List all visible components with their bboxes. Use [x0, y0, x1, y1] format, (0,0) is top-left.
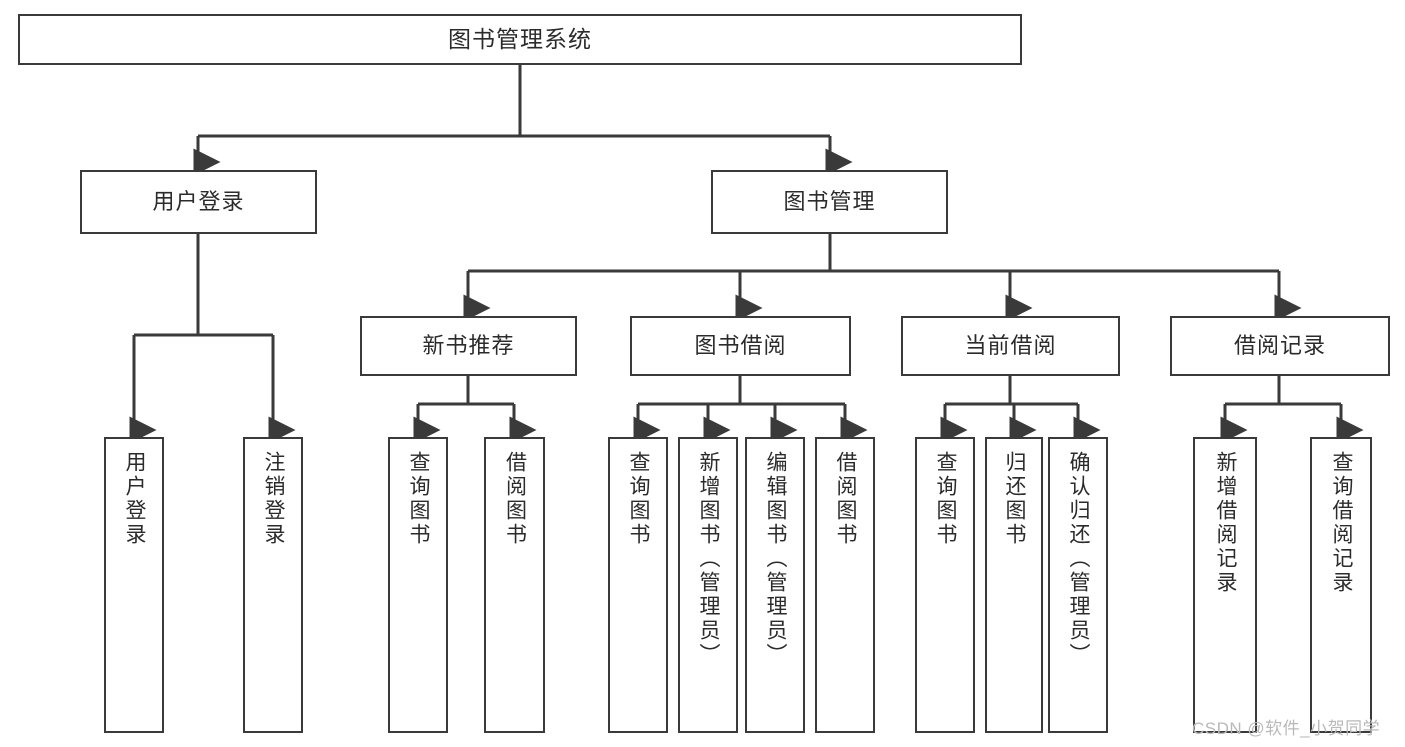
node-user-login[interactable]: 用户登录 [80, 170, 317, 234]
node-user-login-label: 用户登录 [152, 188, 245, 214]
node-root-label: 图书管理系统 [448, 25, 592, 52]
leaf-label: 归还图书 [1003, 451, 1027, 547]
leaf-label: 查询图书 [407, 451, 431, 547]
node-book-management-label: 图书管理 [783, 188, 876, 214]
leaf-user-login-login[interactable]: 用户登录 [104, 437, 164, 733]
leaf-current-borrow-return[interactable]: 归还图书 [985, 437, 1043, 733]
leaf-book-borrow-borrow[interactable]: 借阅图书 [815, 437, 875, 733]
leaf-label: 用户登录 [123, 451, 147, 547]
leaf-new-book-borrow[interactable]: 借阅图书 [484, 437, 545, 733]
node-borrow-record-label: 借阅记录 [1233, 332, 1326, 358]
node-current-borrow[interactable]: 当前借阅 [901, 316, 1120, 376]
leaf-current-borrow-confirm[interactable]: 确认归还（管理员） [1048, 437, 1108, 733]
leaf-borrow-record-add[interactable]: 新增借阅记录 [1193, 437, 1257, 733]
leaf-label: 注销登录 [262, 451, 286, 547]
leaf-label: 确认归还（管理员） [1067, 451, 1091, 667]
leaf-label: 借阅图书 [503, 451, 527, 547]
node-book-borrow-label: 图书借阅 [694, 332, 787, 358]
node-book-management[interactable]: 图书管理 [711, 170, 948, 234]
leaf-book-borrow-query[interactable]: 查询图书 [608, 437, 668, 733]
node-root-system[interactable]: 图书管理系统 [18, 14, 1022, 65]
leaf-book-borrow-add[interactable]: 新增图书（管理员） [678, 437, 738, 733]
leaf-label: 新增图书（管理员） [697, 451, 721, 667]
node-new-book-recommend-label: 新书推荐 [422, 332, 515, 358]
node-current-borrow-label: 当前借阅 [964, 332, 1057, 358]
leaf-new-book-query[interactable]: 查询图书 [388, 437, 448, 733]
leaf-label: 查询图书 [934, 451, 958, 547]
leaf-book-borrow-edit[interactable]: 编辑图书（管理员） [745, 437, 805, 733]
node-new-book-recommend[interactable]: 新书推荐 [360, 316, 577, 376]
leaf-borrow-record-query[interactable]: 查询借阅记录 [1310, 437, 1372, 733]
node-borrow-record[interactable]: 借阅记录 [1170, 316, 1390, 376]
leaf-label: 编辑图书（管理员） [764, 451, 788, 667]
watermark-text: CSDN @软件_小贺同学 [1192, 719, 1381, 738]
leaf-user-login-logout[interactable]: 注销登录 [243, 437, 303, 733]
leaf-current-borrow-query[interactable]: 查询图书 [915, 437, 975, 733]
leaf-label: 查询借阅记录 [1330, 451, 1354, 595]
csdn-watermark: CSDN @软件_小贺同学 [1192, 714, 1380, 739]
leaf-label: 借阅图书 [834, 451, 858, 547]
leaf-label: 查询图书 [627, 451, 651, 547]
leaf-label: 新增借阅记录 [1214, 451, 1238, 595]
node-book-borrow[interactable]: 图书借阅 [630, 316, 851, 376]
